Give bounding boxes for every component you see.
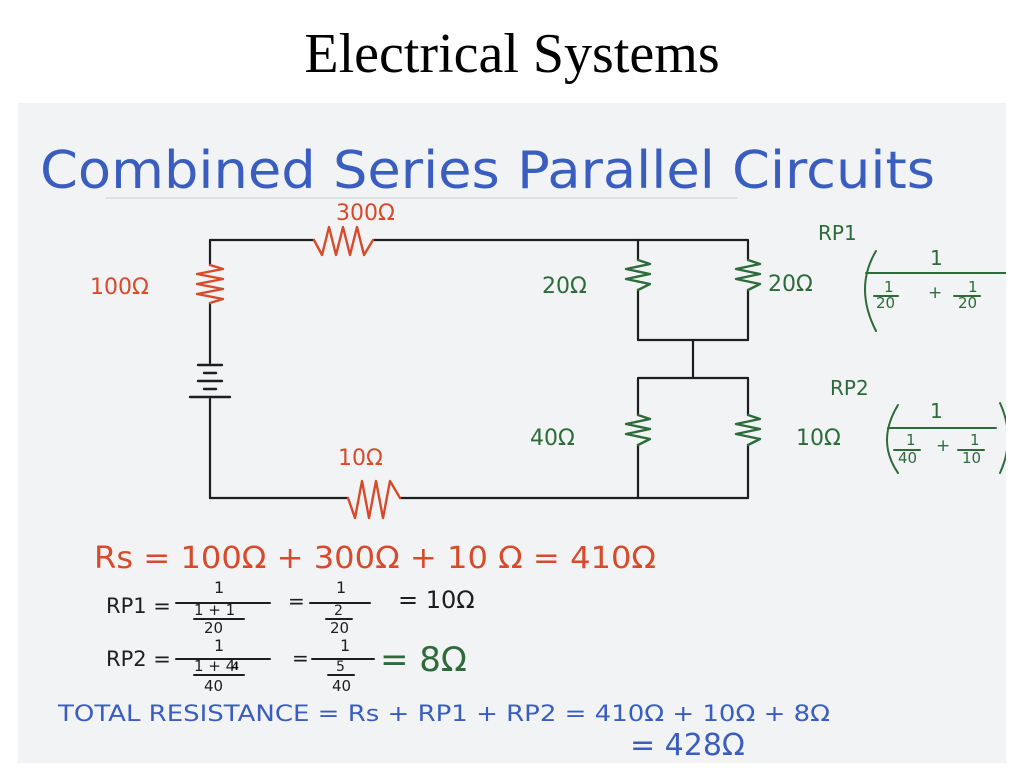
rp2-f1-num: 1: [214, 636, 224, 655]
rp1-side-f2-num: 1: [968, 278, 978, 296]
rp1-f1-den-bot: 20: [204, 619, 223, 637]
resistor-100: [195, 263, 225, 305]
rp1-f1-den-top: 1 + 1: [194, 601, 235, 619]
rp1-side-f1-den: 20: [876, 294, 895, 312]
rp1-eq: =: [288, 589, 305, 613]
resistor-p1-right: [734, 258, 762, 292]
rp2-side-plus: +: [936, 436, 950, 456]
rp2-side-label: RP2: [830, 376, 869, 400]
total-result: = 428Ω: [630, 728, 745, 763]
rp2-f1-den-bot: 40: [204, 677, 223, 695]
label-p1-right: 20Ω: [768, 272, 813, 297]
resistor-p2-left: [624, 413, 652, 447]
rp1-lhs: RP1 =: [106, 594, 171, 618]
rp2-lhs: RP2 =: [106, 647, 171, 671]
side-fraction-strokes: [864, 250, 1006, 474]
rp2-side-f1-num: 1: [906, 431, 916, 449]
label-300: 300Ω: [336, 201, 395, 226]
rp2-result: = 8Ω: [380, 640, 467, 680]
rp2-side-f2-den: 10: [962, 449, 981, 467]
label-100: 100Ω: [90, 275, 149, 300]
rp1-side-num: 1: [930, 246, 943, 270]
circuit-wires: [208, 238, 750, 500]
label-p1-left: 20Ω: [542, 274, 587, 299]
battery-symbol: [188, 363, 232, 399]
equation-fraction-bars: [175, 602, 375, 676]
rp2-f1-den-top: 1 + 4: [194, 657, 235, 675]
rp1-f2-num: 1: [336, 578, 346, 597]
rp1-side-plus: +: [928, 283, 942, 303]
rp1-side-f2-den: 20: [958, 294, 977, 312]
resistor-p1-left: [624, 258, 652, 292]
page-number: 4: [232, 658, 239, 673]
circuit-drawing: Combined Series Parallel Circuits: [40, 141, 1006, 763]
rp2-eq: =: [292, 646, 309, 670]
resistor-p2-right: [734, 413, 762, 447]
rp1-f2-den-bot: 20: [330, 619, 349, 637]
rp2-f2-den-bot: 40: [332, 677, 351, 695]
slide-title: Electrical Systems: [304, 23, 720, 85]
rs-equation: Rs = 100Ω + 300Ω + 10 Ω = 410Ω: [94, 541, 656, 576]
rp1-side-f1-num: 1: [884, 278, 894, 296]
total-equation: TOTAL RESISTANCE = Rs + RP1 + RP2 = 410Ω…: [57, 702, 830, 727]
label-p2-left: 40Ω: [530, 426, 575, 451]
sheet-heading: Combined Series Parallel Circuits: [40, 141, 935, 201]
rp2-f2-den-top: 5: [336, 659, 345, 675]
rp2-side-f1-den: 40: [898, 449, 917, 467]
rp1-result: = 10Ω: [398, 586, 475, 614]
rp2-f2-num: 1: [340, 636, 350, 655]
whiteboard-sheet: Combined Series Parallel Circuits: [18, 103, 1006, 763]
rp2-side-f2-num: 1: [970, 431, 980, 449]
rp1-side-label: RP1: [818, 221, 857, 245]
label-10: 10Ω: [338, 446, 383, 471]
rp2-side-num: 1: [930, 399, 943, 423]
resistor-300: [312, 225, 375, 257]
resistor-10: [346, 479, 402, 520]
rp1-f1-num: 1: [214, 578, 224, 597]
label-p2-right: 10Ω: [796, 426, 841, 451]
rp1-f2-den-top: 2: [334, 603, 343, 619]
